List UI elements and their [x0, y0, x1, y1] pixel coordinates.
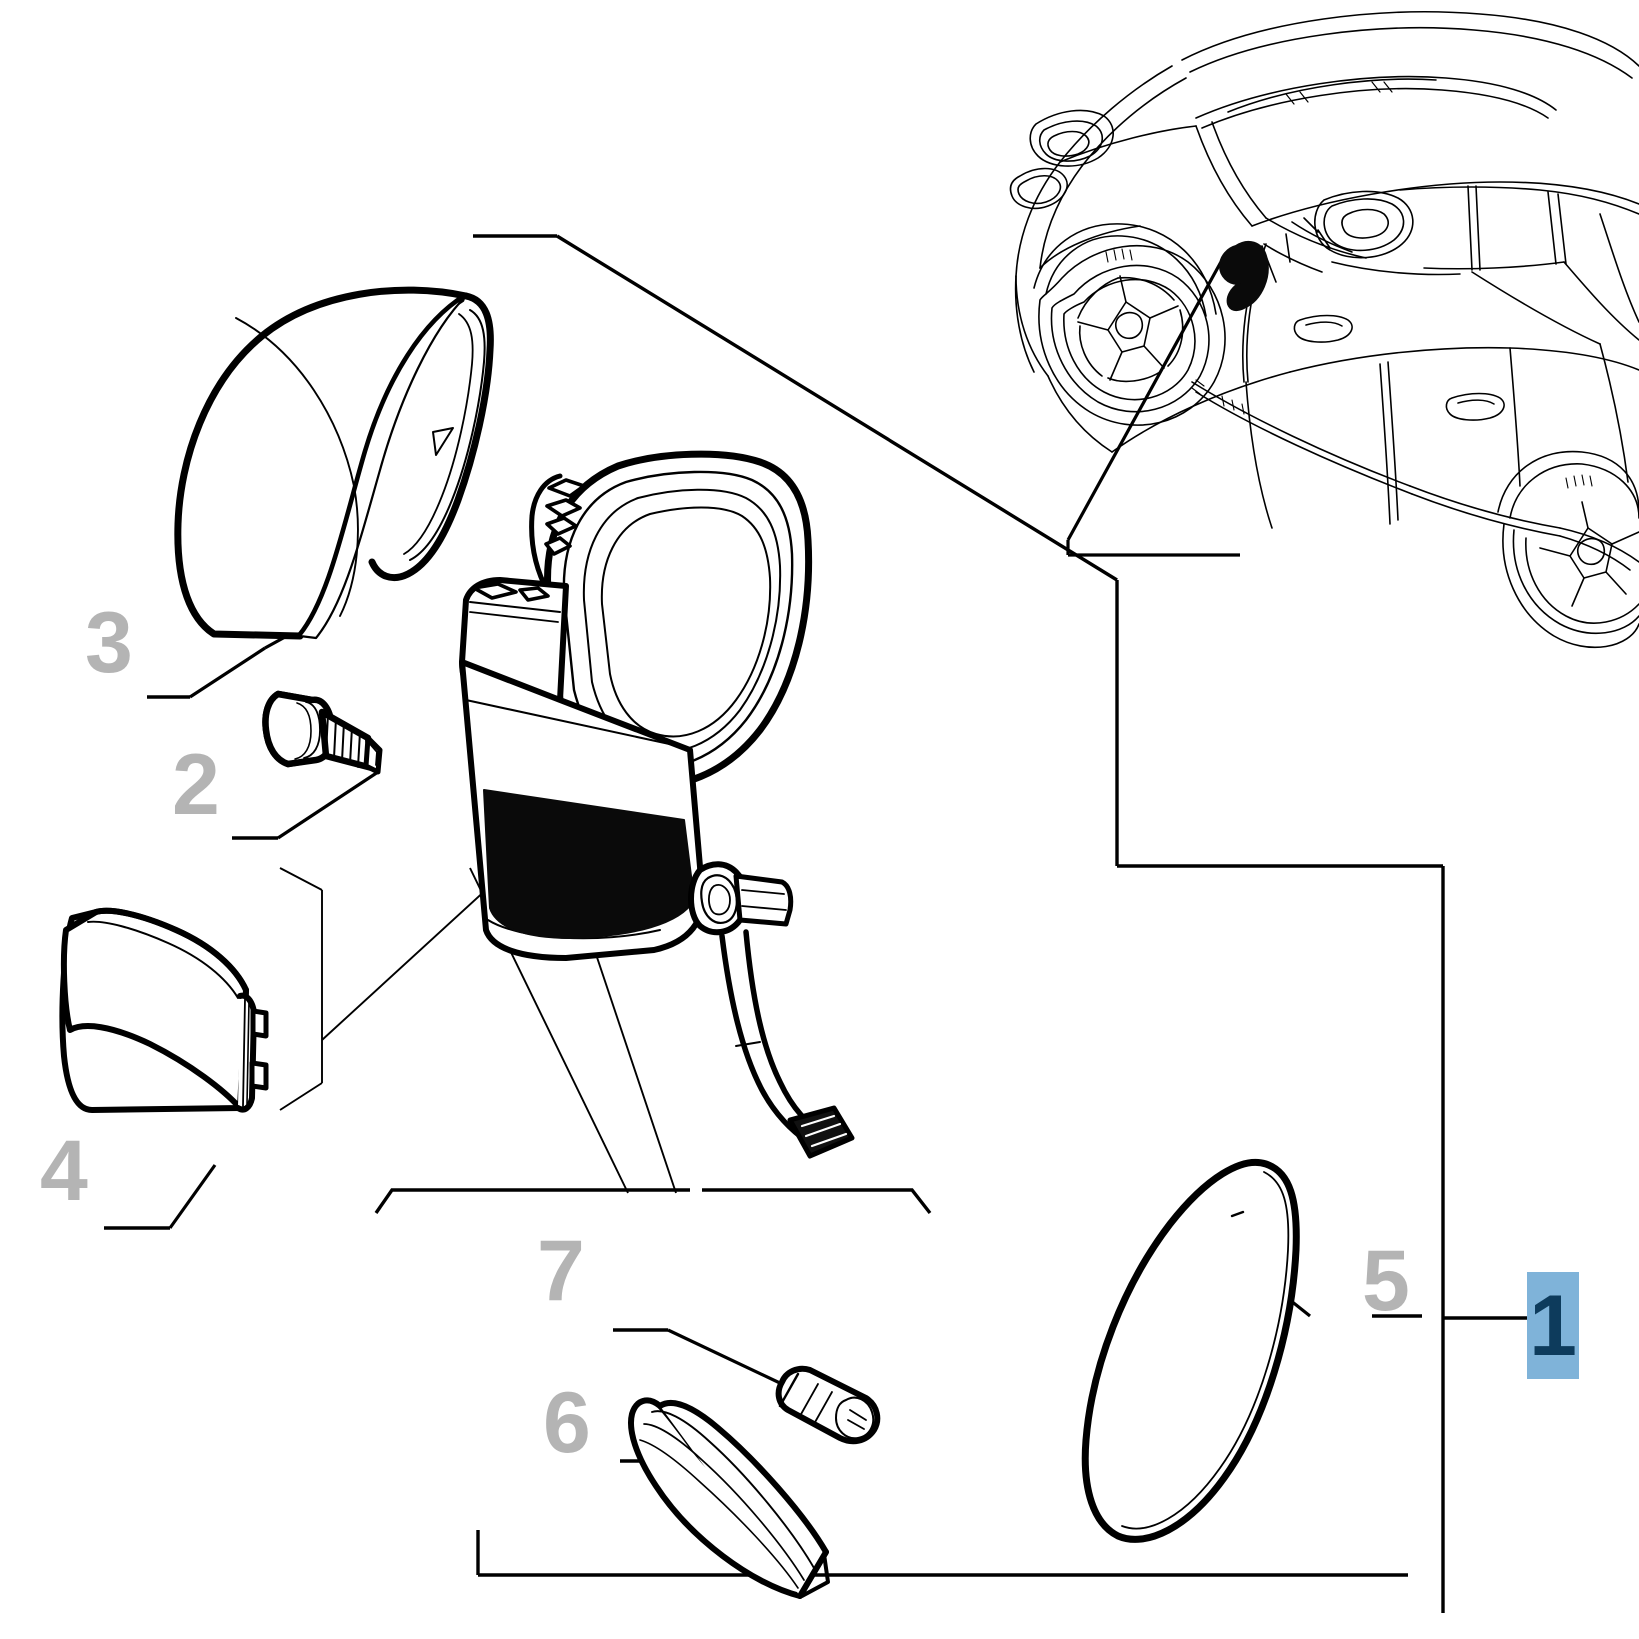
callout-label-1-highlighted[interactable]: 1	[1527, 1272, 1579, 1379]
bracket-group-67	[374, 1188, 1408, 1577]
callout-label-4[interactable]: 4	[40, 1123, 88, 1219]
bracket-group-1	[473, 234, 1527, 1613]
leader-line-7b	[667, 1328, 783, 1386]
callout-label-5[interactable]: 5	[1362, 1233, 1410, 1329]
leader-line-4b	[168, 1164, 217, 1229]
mirror-location-marker	[1218, 240, 1269, 312]
bracket-thin-part4	[279, 867, 323, 1111]
callout-label-3[interactable]: 3	[85, 595, 133, 691]
leader-line-2b	[277, 770, 379, 840]
vehicle-marker-leader	[1066, 259, 1240, 557]
callout-label-6[interactable]: 6	[543, 1375, 591, 1471]
callout-label-7[interactable]: 7	[537, 1223, 585, 1319]
callout-label-2[interactable]: 2	[172, 737, 220, 833]
